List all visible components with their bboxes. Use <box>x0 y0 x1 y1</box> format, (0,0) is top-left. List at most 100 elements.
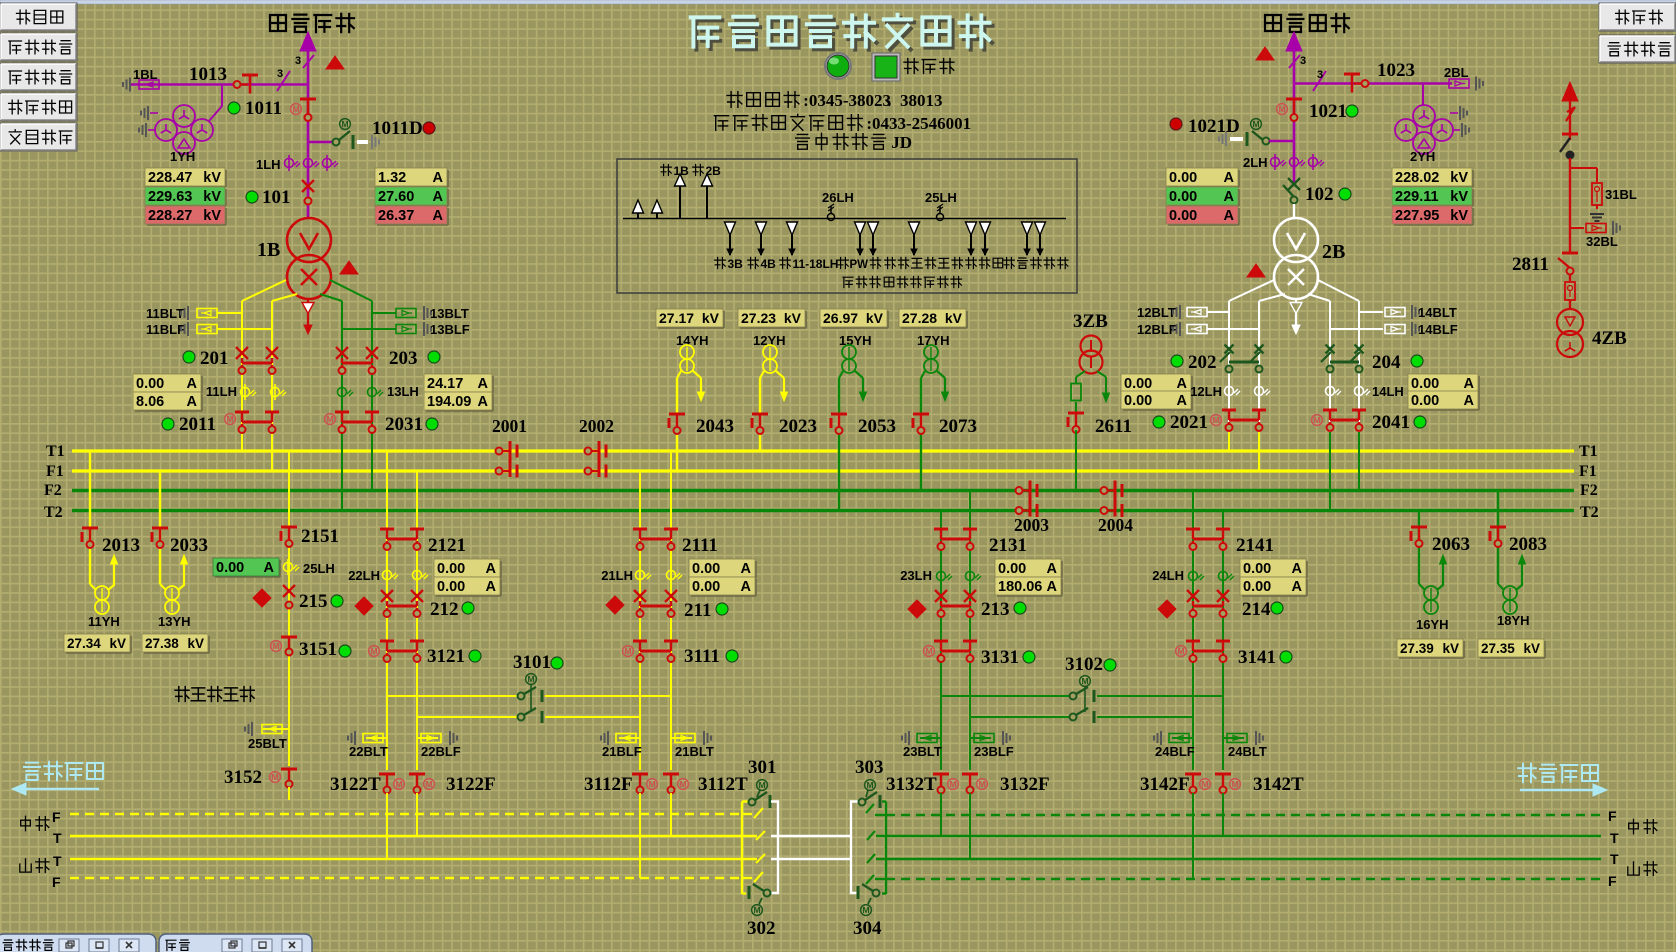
svg-text::0345-38023: :0345-38023 <box>803 91 891 110</box>
svg-text:1011D: 1011D <box>372 118 423 139</box>
svg-text:25LH: 25LH <box>303 561 335 576</box>
svg-text:26.97: 26.97 <box>823 310 858 326</box>
svg-text:2033: 2033 <box>170 535 208 556</box>
svg-text:3142F: 3142F <box>1140 774 1190 795</box>
svg-text:M: M <box>862 905 869 915</box>
svg-text:13BLF: 13BLF <box>430 322 470 337</box>
svg-text:3152: 3152 <box>224 767 262 788</box>
svg-text:2023: 2023 <box>779 416 817 437</box>
svg-text:0.00: 0.00 <box>1169 170 1197 186</box>
svg-text:2611: 2611 <box>1095 416 1132 437</box>
svg-text:1BL: 1BL <box>133 67 158 82</box>
svg-text:A: A <box>1292 579 1303 595</box>
svg-text:27.28: 27.28 <box>902 310 937 326</box>
svg-text:0.00: 0.00 <box>1169 189 1197 205</box>
svg-text:2013: 2013 <box>102 535 140 556</box>
svg-text:11BLF: 11BLF <box>146 322 185 337</box>
svg-text:3122F: 3122F <box>446 774 496 795</box>
svg-text:302: 302 <box>747 918 776 939</box>
svg-text:kV: kV <box>1442 641 1459 656</box>
svg-text:16YH: 16YH <box>1416 617 1449 632</box>
svg-text:25BLT: 25BLT <box>248 736 287 751</box>
svg-text:2043: 2043 <box>696 416 734 437</box>
svg-text:13YH: 13YH <box>158 614 191 629</box>
svg-text:201: 201 <box>200 348 229 369</box>
svg-text:2083: 2083 <box>1509 534 1547 555</box>
svg-text:0.00: 0.00 <box>437 579 465 595</box>
svg-text:3112T: 3112T <box>698 774 748 795</box>
svg-text:M: M <box>978 779 985 789</box>
svg-text:23LH: 23LH <box>900 568 932 583</box>
svg-text:24.17: 24.17 <box>427 376 463 392</box>
svg-text:A: A <box>1464 393 1475 409</box>
svg-text:A: A <box>1292 561 1303 577</box>
svg-text:14BLT: 14BLT <box>1418 305 1457 320</box>
svg-text:2141: 2141 <box>1236 535 1274 556</box>
svg-text:2011: 2011 <box>179 414 216 435</box>
svg-text:F2: F2 <box>1580 482 1598 499</box>
svg-text:227.95: 227.95 <box>1395 208 1439 224</box>
svg-text:2002: 2002 <box>579 416 614 436</box>
svg-text:M: M <box>1177 646 1184 656</box>
svg-text:229.11: 229.11 <box>1395 189 1439 205</box>
svg-text:101: 101 <box>262 187 291 208</box>
svg-text:kV: kV <box>1450 208 1468 224</box>
svg-text:203: 203 <box>389 348 418 369</box>
svg-text:T1: T1 <box>46 443 65 460</box>
svg-text:M: M <box>949 779 956 789</box>
svg-text:2BL: 2BL <box>1444 65 1469 80</box>
svg-text:303: 303 <box>855 757 884 778</box>
svg-text:2LH: 2LH <box>1243 155 1268 170</box>
svg-text:0.00: 0.00 <box>1243 579 1271 595</box>
svg-text:2B: 2B <box>705 164 721 178</box>
svg-text:304: 304 <box>853 918 882 939</box>
svg-text:0.00: 0.00 <box>1124 393 1152 409</box>
svg-text:15YH: 15YH <box>839 333 872 348</box>
svg-text:12BLF: 12BLF <box>1137 322 1177 337</box>
svg-text:102: 102 <box>1305 184 1334 205</box>
svg-text:26.37: 26.37 <box>378 208 414 224</box>
svg-text:M: M <box>226 414 233 424</box>
svg-text:1021: 1021 <box>1309 101 1347 122</box>
svg-text:0.00: 0.00 <box>1169 208 1197 224</box>
svg-text:212: 212 <box>430 599 459 620</box>
svg-text:24LH: 24LH <box>1152 568 1184 583</box>
svg-text:F: F <box>52 874 61 890</box>
svg-text:M: M <box>1212 415 1219 425</box>
svg-text:M: M <box>395 779 402 789</box>
svg-text:12BLT: 12BLT <box>1137 305 1176 320</box>
svg-text:24BLT: 24BLT <box>1228 744 1267 759</box>
svg-text:M: M <box>1252 119 1259 129</box>
svg-text:4ZB: 4ZB <box>1592 328 1627 349</box>
svg-text:0.00: 0.00 <box>136 376 164 392</box>
svg-text:A: A <box>741 579 752 595</box>
svg-text:M: M <box>624 646 631 656</box>
svg-text:11-18LH: 11-18LH <box>792 257 838 271</box>
svg-text:229.63: 229.63 <box>148 189 192 205</box>
svg-text:2063: 2063 <box>1432 534 1470 555</box>
svg-text:T2: T2 <box>1580 504 1599 521</box>
svg-text:27.34: 27.34 <box>67 636 101 651</box>
svg-text:2811: 2811 <box>1512 254 1549 275</box>
svg-text:M: M <box>527 674 534 684</box>
svg-text:2041: 2041 <box>1372 412 1410 433</box>
svg-text:4B: 4B <box>760 257 776 271</box>
svg-text:2YH: 2YH <box>1410 149 1435 164</box>
svg-text:11LH: 11LH <box>206 384 237 399</box>
svg-text:214: 214 <box>1242 599 1271 620</box>
svg-text:T: T <box>53 830 62 846</box>
svg-text:3ZB: 3ZB <box>1073 311 1108 332</box>
svg-text:21BLF: 21BLF <box>602 744 642 759</box>
svg-text:3112F: 3112F <box>584 774 633 795</box>
svg-text:A: A <box>187 394 198 410</box>
svg-text:27.38: 27.38 <box>145 636 179 651</box>
svg-text:2004: 2004 <box>1098 515 1133 535</box>
svg-text:A: A <box>187 376 198 392</box>
svg-text:T: T <box>1610 851 1619 867</box>
svg-text:0.00: 0.00 <box>998 561 1026 577</box>
svg-text:2003: 2003 <box>1014 515 1049 535</box>
svg-text:11BLT: 11BLT <box>146 306 184 321</box>
svg-text:PW: PW <box>849 259 868 271</box>
svg-text:228.47: 228.47 <box>148 170 192 186</box>
svg-text:27.23: 27.23 <box>741 310 776 326</box>
